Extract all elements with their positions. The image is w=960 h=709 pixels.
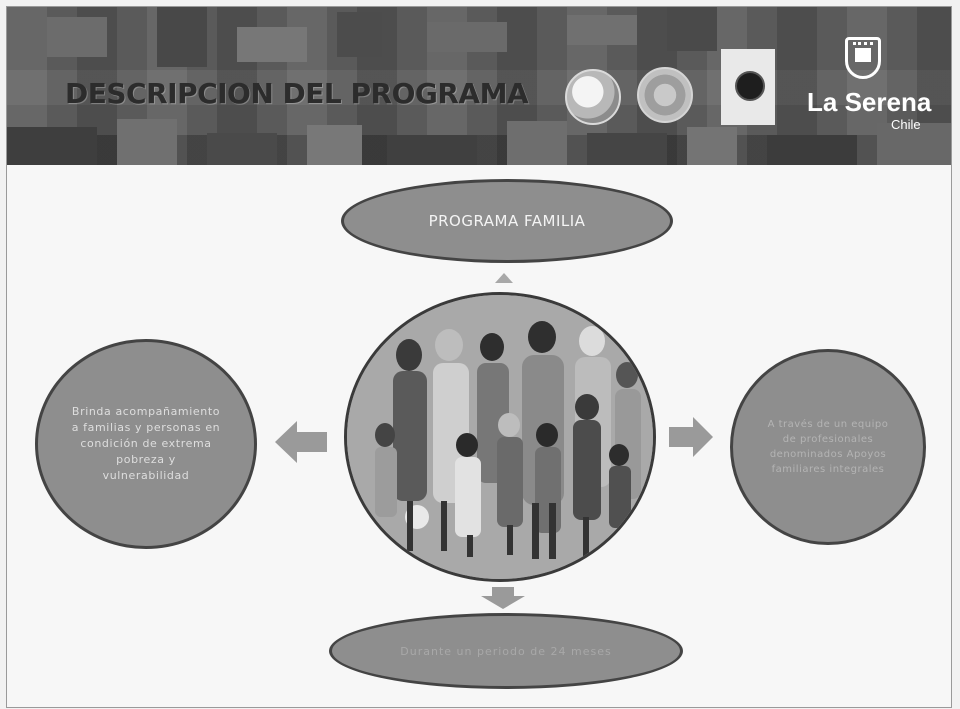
family-illustration: [344, 292, 656, 582]
description-circle-left: Brinda acompañamiento a familias y perso…: [35, 339, 257, 549]
slide: DESCRIPCION DEL PROGRAMA La Serena Chile…: [6, 6, 952, 708]
castle-icon: [845, 37, 881, 79]
description-left-label: Brinda acompañamiento a familias y perso…: [71, 405, 221, 482]
seal-logo-1: [565, 69, 621, 125]
program-name-ellipse: PROGRAMA FAMILIA: [341, 179, 673, 263]
header-banner: DESCRIPCION DEL PROGRAMA La Serena Chile: [7, 7, 951, 165]
description-circle-right: A través de un equipo de profesionales d…: [730, 349, 926, 545]
arrow-down-icon: [481, 587, 525, 609]
brand-name: La Serena: [807, 87, 932, 117]
arrow-left-icon: [275, 421, 327, 463]
arrow-right-icon: [669, 417, 713, 457]
description-right-label: A través de un equipo de profesionales d…: [767, 419, 889, 475]
page-title: DESCRIPCION DEL PROGRAMA: [65, 77, 529, 110]
badge-logo: [721, 49, 775, 125]
duration-label: Durante un periodo de 24 meses: [400, 644, 612, 658]
duration-ellipse: Durante un periodo de 24 meses: [329, 613, 683, 689]
brand-country: Chile: [891, 117, 921, 132]
seal-logo-2: [637, 67, 693, 123]
program-name-label: PROGRAMA FAMILIA: [428, 212, 586, 230]
arrow-up-icon: [495, 273, 513, 283]
